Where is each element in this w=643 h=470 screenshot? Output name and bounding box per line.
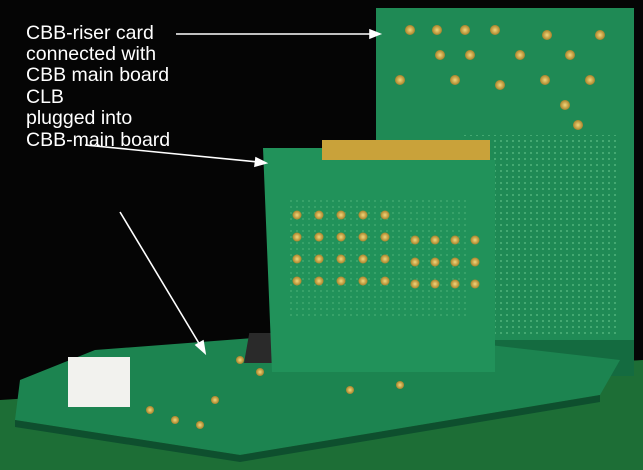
- sma-connector: [465, 50, 475, 60]
- annotation-line: CBB main board: [26, 64, 170, 86]
- sma-connector: [395, 75, 405, 85]
- sma-connector: [396, 381, 404, 389]
- sma-connector: [380, 210, 390, 220]
- sma-connector: [336, 210, 346, 220]
- sma-connector: [450, 279, 460, 289]
- sma-connector: [211, 396, 219, 404]
- sma-connector: [358, 210, 368, 220]
- sma-connector: [560, 100, 570, 110]
- sma-connector: [450, 257, 460, 267]
- sma-connector: [470, 279, 480, 289]
- arrow-main: [119, 211, 201, 346]
- sma-connector: [256, 368, 264, 376]
- sma-connector: [336, 254, 346, 264]
- sma-connector: [410, 257, 420, 267]
- sma-connector: [292, 254, 302, 264]
- sma-connector: [410, 235, 420, 245]
- sma-connector: [380, 276, 390, 286]
- sma-connector: [432, 25, 442, 35]
- sma-connector: [314, 210, 324, 220]
- sma-connector: [495, 80, 505, 90]
- sma-connector: [540, 75, 550, 85]
- sma-connector: [450, 75, 460, 85]
- annotation-line: CBB-main board: [26, 129, 171, 151]
- sma-connector: [380, 232, 390, 242]
- sma-connector: [314, 232, 324, 242]
- sma-connector: [515, 50, 525, 60]
- gold-edge-connector: [322, 140, 490, 160]
- clb-card: [263, 140, 495, 372]
- sma-connector: [171, 416, 179, 424]
- sma-connector: [450, 235, 460, 245]
- sma-connector: [292, 210, 302, 220]
- sma-connector: [542, 30, 552, 40]
- sma-connector: [358, 276, 368, 286]
- sma-connector: [585, 75, 595, 85]
- sma-connector: [460, 25, 470, 35]
- sma-connector: [346, 386, 354, 394]
- sma-connector: [490, 25, 500, 35]
- sma-connector: [430, 257, 440, 267]
- sma-connector: [146, 406, 154, 414]
- sma-connector: [236, 356, 244, 364]
- sma-connector: [410, 279, 420, 289]
- sma-connector: [314, 254, 324, 264]
- sma-connector: [292, 276, 302, 286]
- sma-connector: [358, 254, 368, 264]
- sma-connector: [405, 25, 415, 35]
- sma-connector: [430, 235, 440, 245]
- annotation-line: CLB: [26, 86, 64, 108]
- annotation-line: connected with: [26, 43, 157, 65]
- sma-connector: [435, 50, 445, 60]
- sma-connector: [336, 276, 346, 286]
- sma-connector: [470, 235, 480, 245]
- sma-connector: [336, 232, 346, 242]
- sma-connector: [358, 232, 368, 242]
- sma-connector: [314, 276, 324, 286]
- sma-connector: [196, 421, 204, 429]
- sma-connector: [380, 254, 390, 264]
- sma-connector: [292, 232, 302, 242]
- sma-connector: [595, 30, 605, 40]
- annotation-line: CBB-riser card: [26, 22, 154, 44]
- annotation-line: plugged into: [26, 107, 133, 129]
- sma-connector: [565, 50, 575, 60]
- sma-connector: [573, 120, 583, 130]
- sma-connector: [470, 257, 480, 267]
- sma-connector: [430, 279, 440, 289]
- white-connector: [68, 357, 130, 407]
- arrow-clb: [84, 144, 259, 163]
